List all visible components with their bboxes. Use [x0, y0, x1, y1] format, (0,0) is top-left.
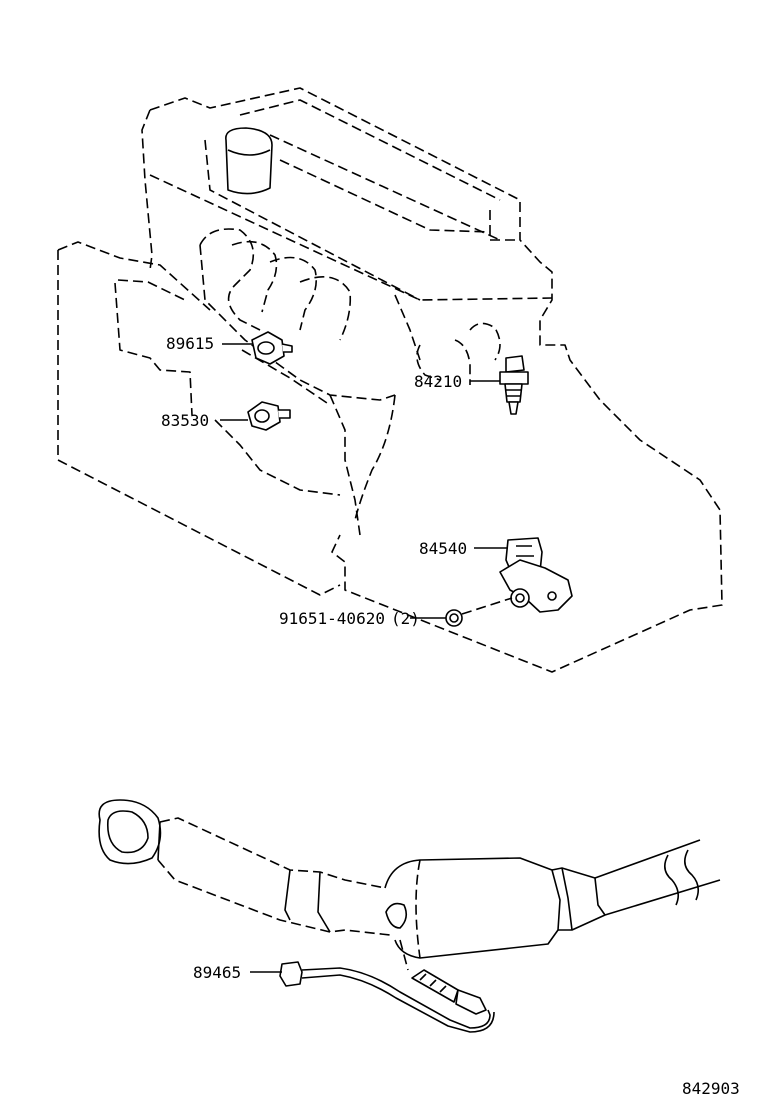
callout-label-84210: 84210: [414, 372, 462, 391]
bolt-part-number: 91651-40620: [279, 609, 385, 628]
callout-label-89465: 89465: [193, 963, 241, 982]
bolt-part[interactable]: [445, 609, 463, 627]
figure-reference-number: 842903: [682, 1079, 740, 1098]
exhaust-assembly: [98, 799, 721, 959]
knock-sensor-part[interactable]: [251, 331, 293, 365]
callout-label-84540: 84540: [419, 539, 467, 558]
leader-lines: [220, 343, 508, 973]
callout-label-bolt: 91651-40620 (2): [279, 609, 420, 628]
callout-label-89615: 89615: [166, 334, 214, 353]
o2-sensor-path: [399, 939, 409, 971]
water-temp-sensor-part[interactable]: [499, 355, 529, 415]
engine-outline: [57, 87, 723, 673]
neutral-start-switch-part[interactable]: [499, 537, 573, 613]
bolt-path: [461, 597, 513, 615]
oxygen-sensor-part[interactable]: [279, 961, 495, 1033]
oil-pressure-switch-part[interactable]: [247, 401, 291, 431]
callout-label-83530: 83530: [161, 411, 209, 430]
bolt-quantity: (2): [391, 609, 420, 628]
